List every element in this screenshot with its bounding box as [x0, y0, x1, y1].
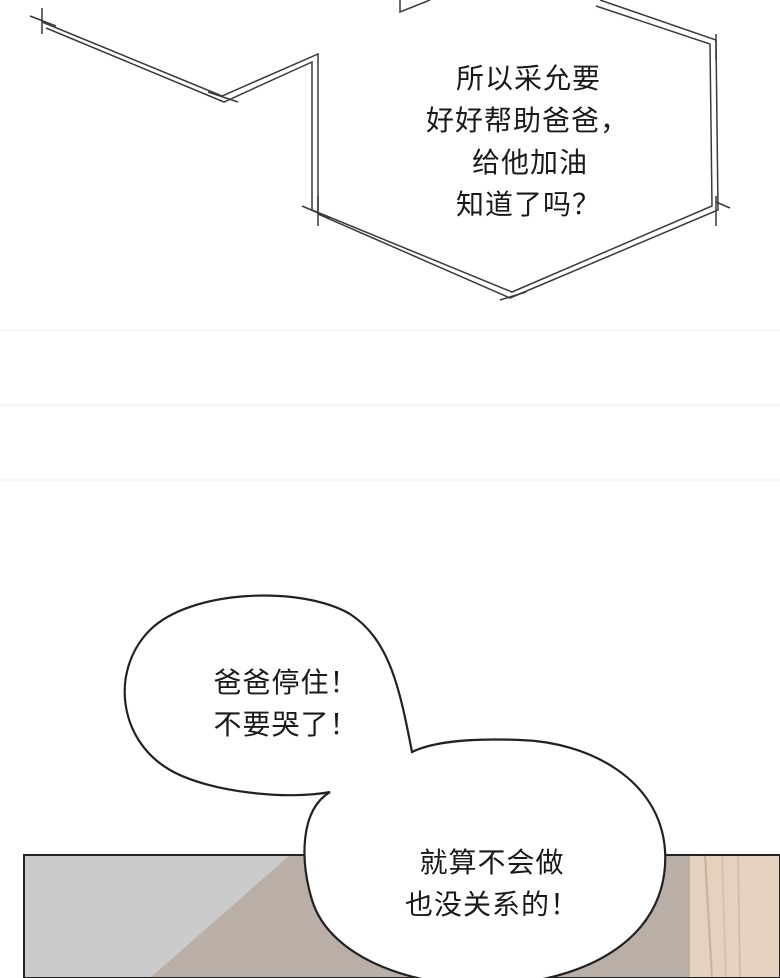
speech-bubble-1-text: 爸爸停住！ 不要哭了！	[196, 662, 376, 746]
thought-bubble-text: 所以采允要 好好帮助爸爸， 给他加油 知道了吗？	[416, 58, 656, 226]
speech-bubbles	[123, 594, 667, 978]
thought-line-3: 给他加油	[472, 146, 589, 179]
speech-2-line-2: 也没关系的！	[404, 888, 579, 921]
speech-2-line-1: 就算不会做	[419, 846, 565, 879]
thought-bubble	[29, 0, 731, 301]
speech-bubble-2-text: 就算不会做 也没关系的！	[392, 842, 592, 926]
speech-1-line-1: 爸爸停住！	[213, 666, 359, 699]
speech-1-line-2: 不要哭了！	[213, 708, 359, 741]
thought-line-1: 所以采允要	[456, 62, 602, 95]
thought-line-4: 知道了吗？	[456, 188, 602, 221]
thought-line-2: 好好帮助爸爸，	[426, 104, 630, 137]
background-noise	[0, 329, 780, 481]
